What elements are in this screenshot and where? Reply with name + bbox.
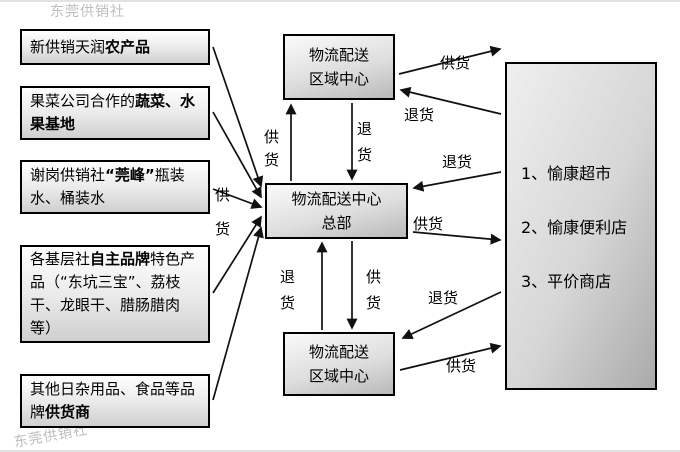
store-item-discount-shop: 3、平价商店 — [521, 272, 612, 291]
stores-box: 1、愉康超市 2、愉康便利店 3、平价商店 — [505, 62, 657, 390]
supplier-box-zizhu-pinpai: 各基层社自主品牌特色产品（“东坑三宝”、荔枝干、龙眼干、腊肠腊肉等） — [20, 245, 210, 343]
arrow-supplier-1 — [212, 46, 264, 188]
label-supply-bottom-vertical: 供 货 — [366, 268, 382, 312]
supplier-box-other-brands: 其他日杂用品、食品等品牌供货商 — [20, 374, 210, 428]
supplier-box-shucai-shuiguo: 果菜公司合作的蔬菜、水果基地 — [20, 86, 210, 140]
arrow-return-midright — [412, 171, 502, 192]
watermark-top: 东莞供销社 — [50, 4, 125, 20]
label-return-topright: 退货 — [404, 106, 435, 124]
label-return-top-vertical: 退 货 — [357, 120, 373, 164]
label-supply-left: 供 货 — [215, 186, 231, 238]
label-return-bottom-vertical: 退 货 — [280, 268, 296, 312]
label-supply-midright: 供货 — [413, 215, 444, 233]
label-return-bottomright: 退货 — [428, 289, 459, 307]
label-supply-bottomright: 供货 — [446, 357, 477, 375]
supplier-box-nongchanpin: 新供销天润农产品 — [20, 29, 210, 65]
label-supply-topright: 供货 — [440, 54, 471, 72]
regional-center-bottom-box: 物流配送 区域中心 — [283, 332, 395, 396]
label-supply-top-vertical: 供 货 — [264, 128, 280, 169]
headquarters-box: 物流配送中心 总部 — [265, 183, 408, 239]
store-item-supermarket: 1、愉康超市 — [521, 164, 612, 183]
label-return-midright: 退货 — [442, 153, 473, 171]
supplier-box-guanfeng-water: 谢岗供销社“莞峰”瓶装水、桶装水 — [20, 160, 210, 214]
regional-center-top-box: 物流配送 区域中心 — [283, 34, 395, 100]
store-item-convenience-store: 2、愉康便利店 — [521, 218, 628, 237]
arrow-supplier-5 — [212, 226, 264, 401]
